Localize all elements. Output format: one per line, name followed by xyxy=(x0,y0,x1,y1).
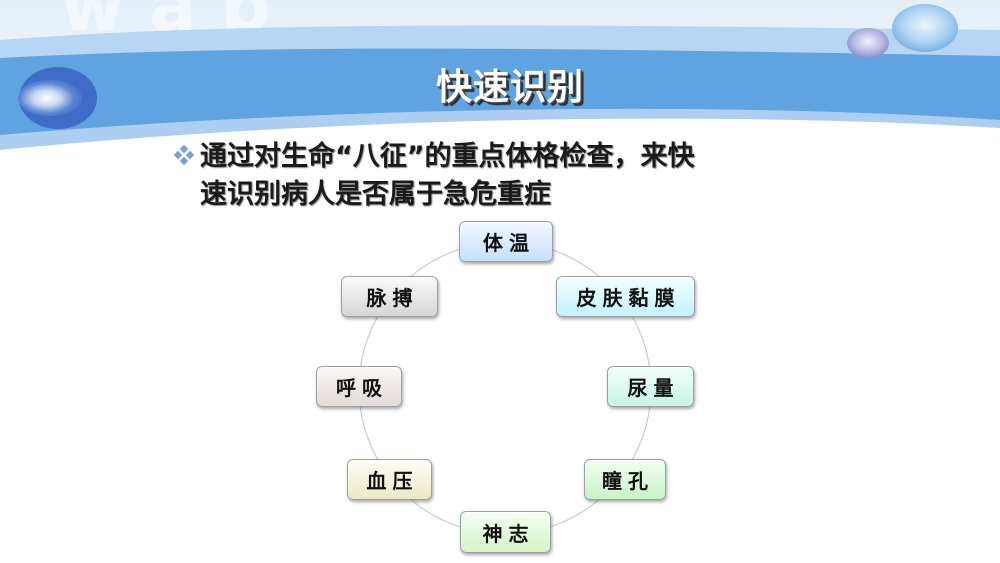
four-diamond-bullet-icon xyxy=(172,142,196,166)
cycle-node: 神志 xyxy=(460,511,551,553)
cycle-node-label: 体温 xyxy=(483,231,535,255)
cycle-node-label: 神志 xyxy=(482,521,535,546)
bullet-line-2: 速识别病人是否属于急危重症 xyxy=(200,179,551,210)
bullet-point: 通过对生命“八征”的重点体格检查，来快 速识别病人是否属于急危重症 xyxy=(172,138,812,214)
cycle-node: 血压 xyxy=(347,459,432,500)
cycle-node: 体温 xyxy=(459,221,553,262)
slide-title: 快速识别 xyxy=(435,67,584,108)
cycle-node: 皮肤黏膜 xyxy=(556,276,695,317)
header-background: w a p xyxy=(0,0,1000,170)
cycle-node: 呼吸 xyxy=(316,366,402,407)
cycle-node-label: 尿量 xyxy=(627,376,680,400)
cycle-node: 瞳孔 xyxy=(584,459,666,500)
cycle-node-label: 呼吸 xyxy=(336,376,388,400)
cycle-node-label: 皮肤黏膜 xyxy=(576,286,681,310)
cycle-connector-ring xyxy=(358,241,652,535)
bullet-line-1: 通过对生命“八征”的重点体格检查，来快 xyxy=(200,141,695,172)
cycle-node: 尿量 xyxy=(607,366,694,407)
cycle-node-label: 血压 xyxy=(366,469,419,493)
cycle-node-label: 瞳孔 xyxy=(602,469,654,493)
cycle-node-label: 脉搏 xyxy=(366,286,419,310)
cycle-node: 脉搏 xyxy=(341,276,438,317)
